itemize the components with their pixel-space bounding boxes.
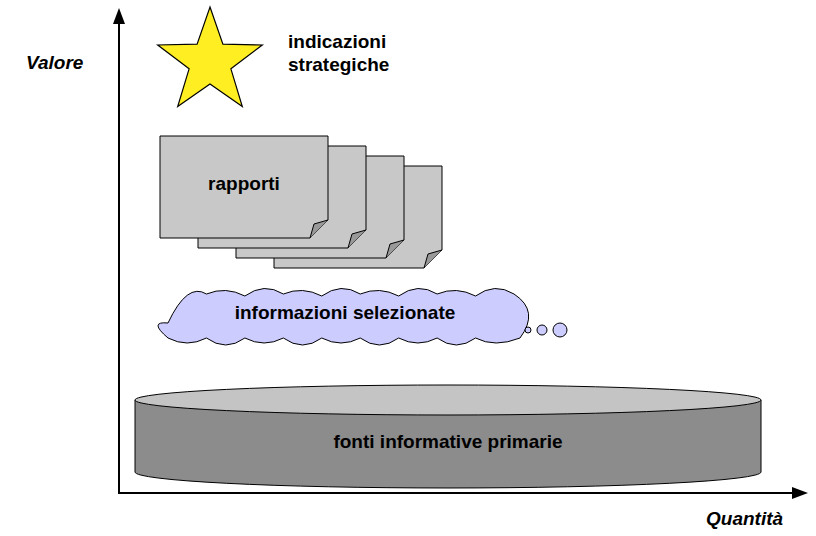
cylinder-top	[135, 385, 761, 415]
page-fold	[424, 250, 442, 268]
selected-info-cloud: informazioni selezionate	[148, 276, 594, 354]
axis-arrowhead	[792, 487, 808, 499]
reports-stack: rapporti	[158, 134, 450, 268]
node-text: indicazioni strategiche	[288, 30, 468, 76]
axis-arrowhead	[113, 8, 125, 24]
page-fold	[386, 240, 404, 258]
report-page	[160, 136, 328, 238]
star-shape	[158, 7, 263, 107]
axis-label: Valore	[26, 52, 83, 74]
cloud-bubble	[537, 325, 547, 335]
node-text: fonti informative primarie	[333, 430, 562, 453]
page-fold	[310, 220, 328, 238]
strategy-star: indicazioni strategiche	[148, 6, 478, 118]
value-axis	[118, 20, 120, 494]
page-fold	[348, 230, 366, 248]
axis-label: Quantità	[706, 508, 783, 530]
quantity-axis	[118, 492, 794, 494]
node-text: rapporti	[208, 172, 280, 195]
cloud-bubble	[553, 323, 567, 337]
cloud-shape	[158, 288, 529, 345]
node-outline	[158, 134, 450, 268]
node-text: informazioni selezionate	[235, 301, 456, 324]
cloud-bubble	[525, 327, 531, 333]
primary-sources-cylinder: fonti informative primarie	[134, 384, 762, 488]
